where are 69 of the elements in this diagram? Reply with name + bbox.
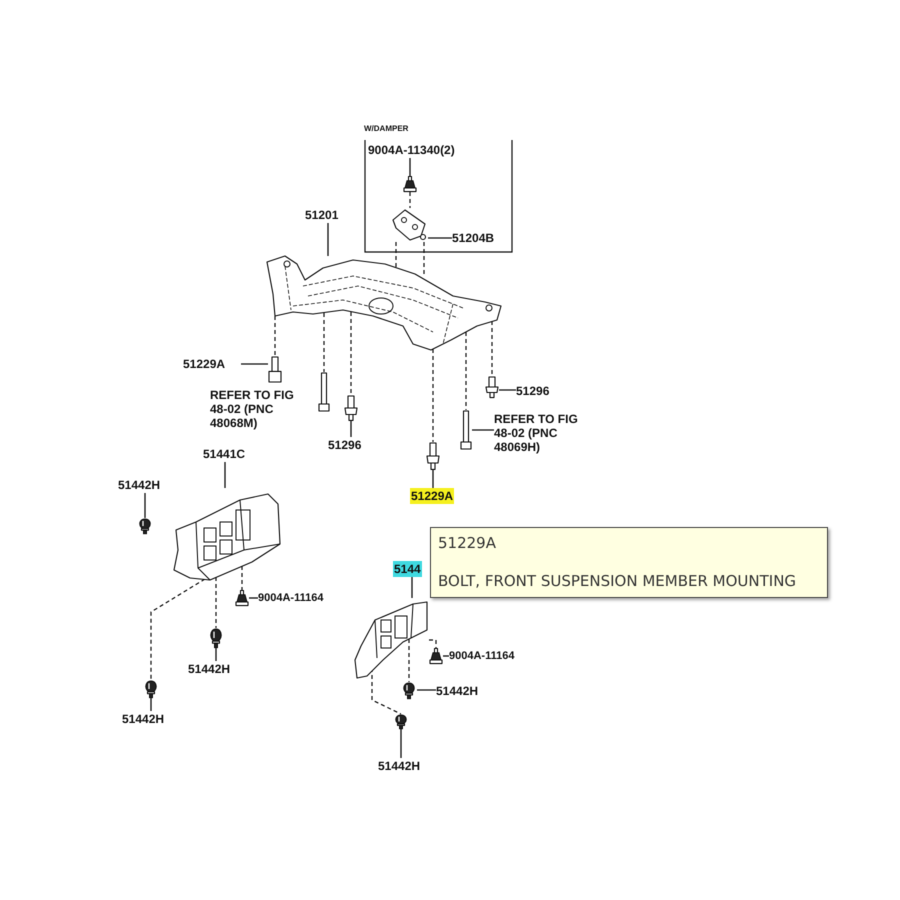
- tooltip: [430, 527, 828, 598]
- part-number: 51296: [516, 383, 550, 399]
- group-frame: [362, 124, 514, 254]
- part-number: 51201: [305, 207, 338, 223]
- part-number: 9004A-11340(2): [368, 142, 455, 158]
- assembly-line: [409, 192, 411, 208]
- leader-line: [224, 462, 226, 488]
- stud-drawing: [485, 376, 499, 398]
- clip-drawing: [393, 714, 409, 729]
- leader-line: [144, 493, 146, 518]
- leader-line: [327, 223, 329, 256]
- reference-note: REFER TO FIG 48-02 (PNC 48068M): [210, 388, 295, 430]
- assembly-line: [241, 566, 243, 590]
- stud-drawing: [344, 395, 358, 421]
- assembly-line: [150, 578, 206, 680]
- clip-drawing: [137, 518, 153, 534]
- assembly-line: [323, 313, 325, 372]
- assembly-line: [408, 639, 410, 682]
- part-number: 51442H: [378, 758, 420, 774]
- leader-line: [409, 158, 411, 176]
- tooltip-description: BOLT, FRONT SUSPENSION MEMBER MOUNTING: [438, 572, 796, 590]
- part-number: 51296: [328, 437, 362, 453]
- leader-line: [241, 363, 268, 365]
- part-number: 51442H: [122, 711, 164, 727]
- assembly-line: [350, 312, 352, 395]
- bolt-drawing: [268, 356, 282, 384]
- assembly-line: [395, 242, 397, 268]
- bracket-drawing: [390, 208, 428, 242]
- assembly-line: [432, 349, 434, 442]
- clip-drawing: [143, 680, 159, 698]
- assembly-line: [429, 639, 437, 648]
- assembly-line: [465, 332, 467, 410]
- bolt-drawing: [460, 410, 472, 450]
- part-number: 51204B: [452, 230, 494, 246]
- nut-drawing: [235, 590, 249, 606]
- part-number: 51441C: [203, 446, 246, 462]
- highlighted-part-number: 51229A: [410, 488, 454, 504]
- group-heading: W/DAMPER: [364, 124, 408, 134]
- leader-line: [411, 577, 413, 598]
- part-number: 51229A: [183, 356, 226, 372]
- leader-line: [215, 648, 217, 661]
- assembly-line: [215, 577, 217, 628]
- part-number: 9004A-11164: [258, 591, 324, 605]
- leader-line: [150, 698, 152, 711]
- leader-line: [499, 389, 516, 391]
- leader-line: [400, 729, 402, 758]
- stud-drawing: [426, 442, 440, 470]
- part-number: 51442H: [118, 477, 160, 493]
- part-number: 9004A-11164: [449, 649, 514, 663]
- clip-drawing: [401, 682, 417, 699]
- bolt-drawing: [318, 372, 330, 412]
- highlighted-part-number: 5144: [393, 561, 422, 577]
- reference-note: REFER TO FIG 48-02 (PNC 48069H): [494, 412, 580, 456]
- clip-drawing: [208, 628, 224, 648]
- assembly-line: [423, 242, 425, 275]
- leader-line: [443, 655, 449, 657]
- assembly-line: [491, 321, 493, 376]
- leader-line: [417, 689, 436, 691]
- leader-line: [428, 237, 452, 239]
- nut-drawing: [403, 176, 417, 192]
- leader-line: [432, 470, 434, 488]
- part-number: 51442H: [188, 661, 230, 677]
- leader-line: [472, 429, 494, 431]
- part-number: 51442H: [436, 683, 478, 699]
- leader-line: [249, 597, 258, 599]
- tooltip-part-number: 51229A: [438, 534, 496, 552]
- leader-line: [350, 421, 352, 437]
- nut-drawing: [429, 648, 443, 664]
- assembly-line: [274, 316, 276, 356]
